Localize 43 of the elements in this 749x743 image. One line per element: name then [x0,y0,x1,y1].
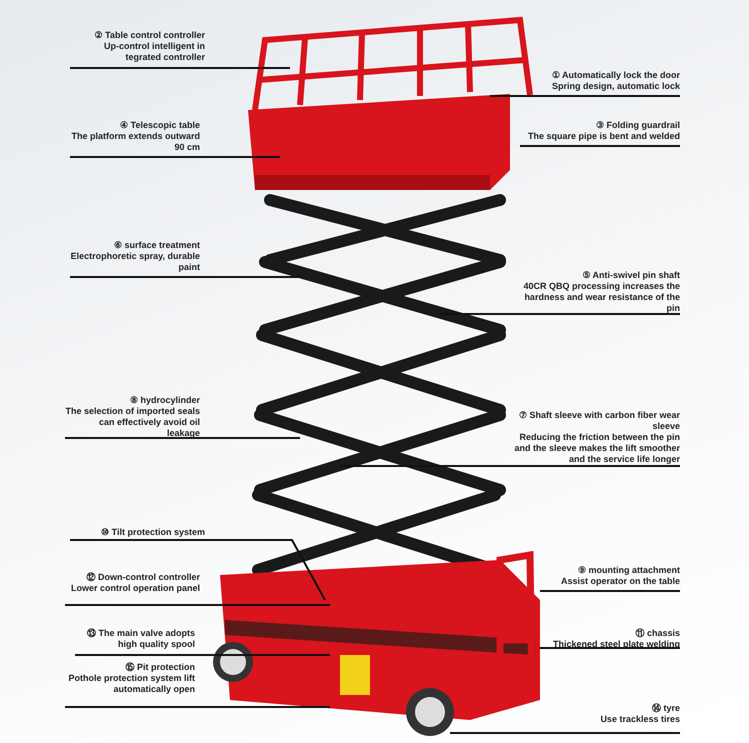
callout-description: Electrophoretic spray, durable paint [70,251,200,273]
callout-heading: ③ Folding guardrail [595,120,680,131]
callout-description: The square pipe is bent and welded [526,131,680,142]
callout-heading: ⑩ Tilt protection system [100,527,205,538]
leader-line [490,95,680,97]
callout-heading: ⑦ Shaft sleeve with carbon fiber wear sleeve [518,410,680,432]
leader-line [65,706,330,708]
callout-description: Assist operator on the table [560,576,680,587]
callout-heading: ⑫ Down-control controller [86,572,200,583]
leader-line [70,67,290,69]
callout-description: The selection of imported seals can effectively avoid oil leakage [65,406,200,439]
callout-heading: ⑪ chassis [634,628,680,639]
leader-line [70,276,300,278]
leader-line [70,539,326,600]
callout-description: Lower control operation panel [70,583,200,594]
callout-description: Spring design, automatic lock [550,81,680,92]
callout-heading: ⑮ Pit protection [124,662,195,673]
callout-heading: ⑧ hydrocylinder [128,395,200,406]
leader-line [450,732,680,734]
callout-description: Up-control intelligent in tegrated controller [103,41,205,63]
callout-description: 40CR QBQ processing increases the hardness and wear resistance of the pin [522,281,680,314]
callout-description: Thickened steel plate welding [552,639,680,650]
leader-line [540,647,680,649]
callout-description: The platform extends outward 90 cm [70,131,200,153]
leader-line [340,465,680,467]
leader-line [540,590,680,592]
callout-heading: ⑥ surface treatment [112,240,200,251]
callout-description: Reducing the friction between the pin and the sleeve makes the lift smoother and the service life longer [513,432,680,465]
leader-line [65,437,300,439]
callout-description: Use trackless tires [599,714,680,725]
callout-description: Pothole protection system lift automatically open [67,673,195,695]
callout-heading: ① Automatically lock the door [550,70,680,81]
leader-line [70,156,280,158]
callout-heading: ⑬ The main valve adopts high quality spool [86,628,195,650]
callout-heading: ⑨ mounting attachment [577,565,680,576]
callout-heading: ⑭ tyre [650,703,680,714]
callout-heading: ⑤ Anti-swivel pin shaft [581,270,680,281]
leader-line [65,604,330,606]
leader-line [440,313,680,315]
leader-line [520,145,680,147]
callout-heading: ④ Telescopic table [119,120,200,131]
callout-heading: ② Table control controller [94,30,205,41]
leader-line [75,654,330,656]
